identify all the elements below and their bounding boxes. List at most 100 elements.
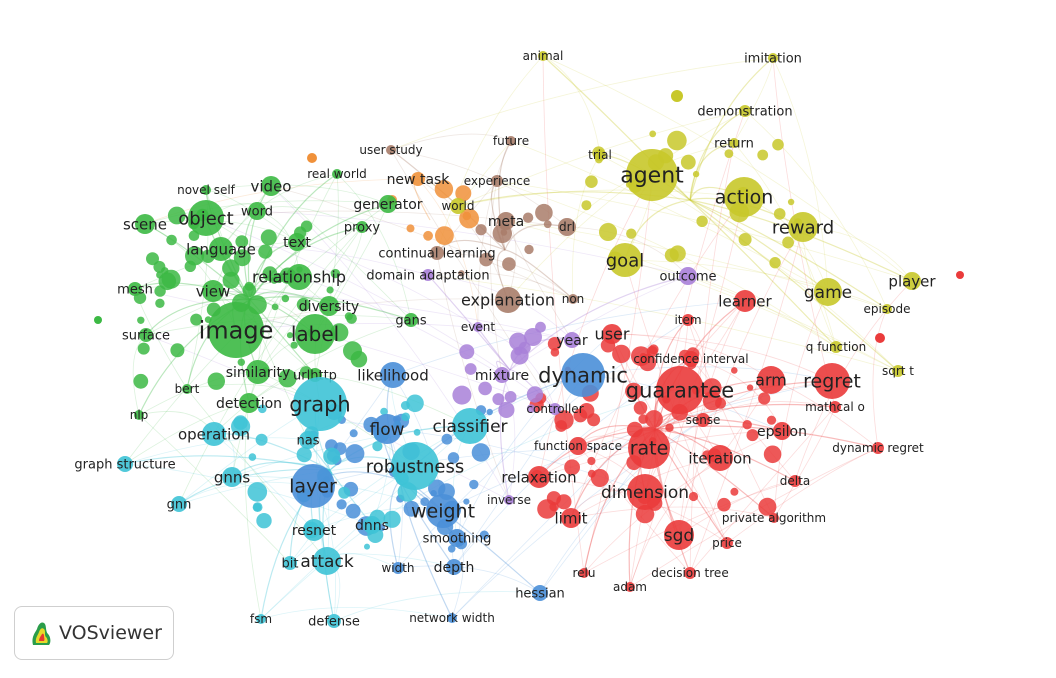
term-node-object[interactable]: object	[178, 200, 234, 236]
term-node-learner[interactable]: learner	[718, 290, 773, 312]
term-node-diversity[interactable]: diversity	[299, 296, 359, 316]
term-node-item[interactable]: item	[674, 313, 701, 327]
term-node-reward[interactable]: reward	[772, 212, 834, 242]
term-node-relu[interactable]: relu	[573, 566, 596, 580]
term-node-epsilon[interactable]: epsilon	[757, 422, 807, 440]
term-node-surface[interactable]: surface	[122, 328, 170, 344]
term-node-network-width[interactable]: network width	[409, 611, 495, 625]
term-node-sqrt-t[interactable]: sqrt t	[882, 364, 914, 378]
term-node-non[interactable]: non	[562, 292, 585, 306]
term-node-delta[interactable]: delta	[780, 474, 810, 488]
term-node-attack[interactable]: attack	[300, 547, 354, 575]
term-node-dynamic-regret[interactable]: dynamic regret	[832, 441, 924, 455]
term-node-view[interactable]: view	[196, 280, 231, 302]
term-node-flow[interactable]: flow	[369, 414, 405, 444]
term-node-year[interactable]: year	[556, 332, 588, 349]
term-node-meta[interactable]: meta	[488, 212, 524, 230]
term-node-outcome[interactable]: outcome	[659, 267, 717, 285]
term-node-q-function[interactable]: q function	[806, 340, 866, 354]
term-node-similarity[interactable]: similarity	[226, 360, 291, 384]
term-node-future[interactable]: future	[493, 134, 529, 148]
term-node-regret[interactable]: regret	[803, 363, 861, 399]
term-node-goal[interactable]: goal	[606, 243, 644, 277]
term-node-game[interactable]: game	[804, 278, 852, 306]
term-node-classifier[interactable]: classifier	[432, 408, 508, 444]
term-node-resnet[interactable]: resnet	[292, 519, 337, 541]
term-node-continual-learning[interactable]: continual learning	[378, 246, 496, 262]
term-node-operation[interactable]: operation	[178, 422, 250, 446]
term-node-real-world[interactable]: real world	[307, 167, 367, 181]
term-node-controller[interactable]: controller	[526, 402, 583, 416]
term-node-image[interactable]: image	[199, 302, 274, 358]
term-node-proxy[interactable]: proxy	[344, 221, 381, 236]
term-node-agent[interactable]: agent	[620, 149, 684, 201]
vosviewer-logo[interactable]: VOSviewer	[14, 606, 174, 660]
term-node-text[interactable]: text	[283, 233, 311, 251]
term-node-user-study[interactable]: user study	[359, 143, 422, 157]
term-node-gans[interactable]: gans	[395, 313, 427, 329]
term-node-gnn[interactable]: gnn	[167, 496, 192, 513]
term-node-domain-adaptation[interactable]: domain adaptation	[366, 269, 489, 284]
term-node-nlp[interactable]: nlp	[130, 408, 149, 422]
term-node-word[interactable]: word	[241, 202, 273, 220]
term-node-bit[interactable]: bit	[282, 556, 299, 572]
term-node-defense[interactable]: defense	[308, 614, 360, 630]
term-node-player[interactable]: player	[888, 272, 936, 290]
term-node-label[interactable]: label	[291, 314, 339, 354]
term-node-action[interactable]: action	[715, 177, 773, 217]
term-node-relationship[interactable]: relationship	[252, 264, 346, 290]
term-node-generator[interactable]: generator	[353, 195, 423, 213]
term-node-graph-structure[interactable]: graph structure	[74, 456, 176, 473]
term-node-scene[interactable]: scene	[123, 214, 167, 234]
term-node-language[interactable]: language	[186, 237, 256, 261]
term-node-adam[interactable]: adam	[613, 580, 647, 594]
term-node-imitation[interactable]: imitation	[744, 52, 802, 67]
term-node-depth[interactable]: depth	[434, 559, 475, 576]
term-node-robustness[interactable]: robustness	[366, 442, 465, 490]
term-node-video[interactable]: video	[251, 176, 292, 196]
term-node-return[interactable]: return	[714, 137, 754, 152]
term-node-dnns[interactable]: dnns	[355, 516, 389, 534]
term-node-private-algorithm[interactable]: private algorithm	[722, 511, 826, 525]
term-node-function-space[interactable]: function space	[534, 437, 622, 455]
term-node-bert[interactable]: bert	[175, 382, 200, 396]
term-node-inverse[interactable]: inverse	[487, 493, 531, 507]
term-node-decision-tree[interactable]: decision tree	[651, 566, 728, 580]
term-node-mathcal-o[interactable]: mathcal o	[805, 400, 865, 414]
term-node-dimension[interactable]: dimension	[601, 474, 689, 510]
term-node-rate[interactable]: rate	[628, 427, 670, 469]
term-node-iteration[interactable]: iteration	[688, 445, 752, 471]
term-node-sgd[interactable]: sgd	[664, 520, 694, 550]
term-node-arm[interactable]: arm	[755, 366, 787, 394]
term-node-layer[interactable]: layer	[289, 464, 337, 508]
term-node-mixture[interactable]: mixture	[475, 367, 529, 384]
term-node-episode[interactable]: episode	[864, 302, 911, 316]
term-node-nas[interactable]: nas	[297, 431, 320, 449]
term-node-animal[interactable]: animal	[523, 49, 564, 63]
term-node-experience[interactable]: experience	[464, 174, 531, 188]
term-node-limit[interactable]: limit	[555, 508, 588, 528]
term-node-sense[interactable]: sense	[686, 413, 721, 427]
term-node-hessian[interactable]: hessian	[515, 585, 565, 602]
term-node-graph[interactable]: graph	[289, 377, 351, 431]
term-node-new-task[interactable]: new task	[387, 172, 451, 188]
term-node-explanation[interactable]: explanation	[461, 287, 555, 313]
term-node-relaxation[interactable]: relaxation	[501, 466, 577, 488]
term-node-drl[interactable]: drl	[558, 218, 576, 236]
term-node-detection[interactable]: detection	[216, 393, 282, 413]
term-node-mesh[interactable]: mesh	[117, 282, 153, 298]
term-node-width[interactable]: width	[381, 561, 414, 575]
term-node-demonstration[interactable]: demonstration	[697, 105, 792, 120]
term-node-world[interactable]: world	[441, 198, 475, 214]
term-node-gnns[interactable]: gnns	[214, 467, 251, 487]
term-node-smoothing[interactable]: smoothing	[423, 529, 492, 547]
term-node-confidence-interval[interactable]: confidence interval	[633, 351, 749, 367]
term-node-likelihood[interactable]: likelihood	[357, 362, 429, 388]
term-node-trial[interactable]: trial	[588, 148, 612, 162]
term-node-novel-self[interactable]: novel self	[177, 183, 236, 197]
term-node-fsm[interactable]: fsm	[250, 612, 272, 626]
term-node-guarantee[interactable]: guarantee	[626, 366, 734, 414]
term-node-user[interactable]: user	[595, 324, 630, 344]
term-node-price[interactable]: price	[712, 536, 742, 550]
